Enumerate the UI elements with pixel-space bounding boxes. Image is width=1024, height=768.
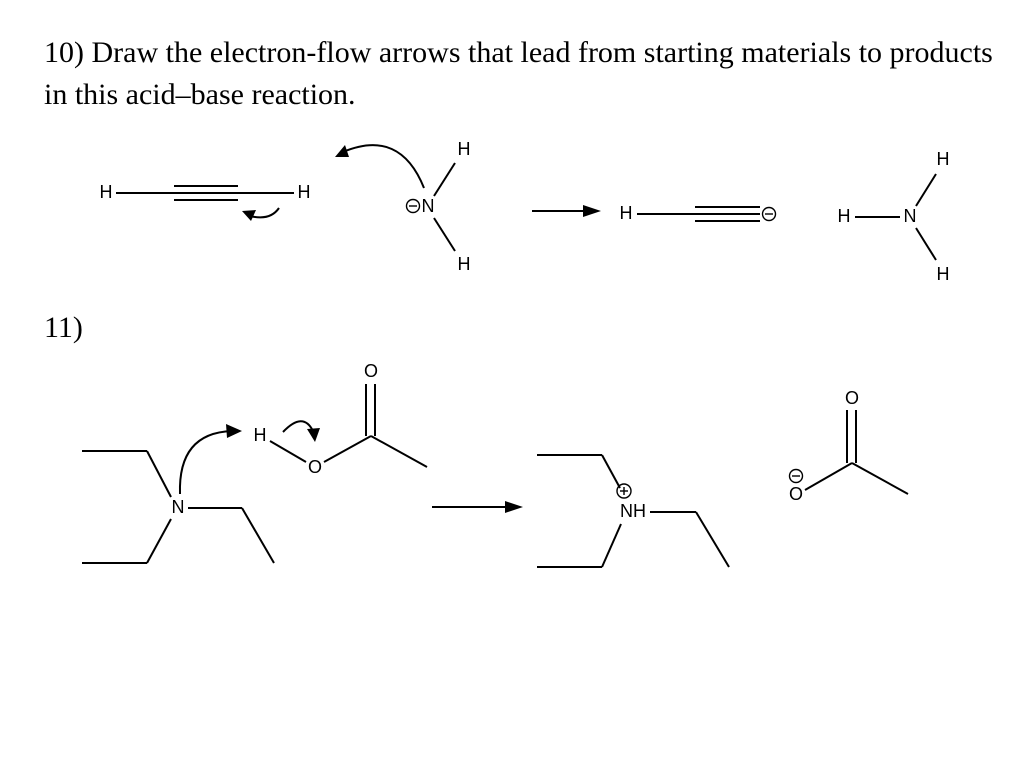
atom-n: N: [422, 196, 435, 216]
atom-o: O: [364, 361, 378, 381]
atom-n: N: [172, 497, 185, 517]
atom-h: H: [298, 182, 311, 202]
curved-arrow: [335, 144, 425, 189]
negative-charge-icon: [788, 468, 804, 484]
single-bond: [433, 162, 456, 197]
atom-o: O: [789, 484, 803, 504]
question-11-label: 11): [44, 311, 83, 344]
single-bond: [241, 507, 275, 564]
atom-n: N: [904, 206, 917, 226]
q10-reaction: H H N H H: [100, 139, 950, 284]
atom-o: O: [845, 388, 859, 408]
single-bond: [146, 518, 172, 564]
single-bond: [433, 217, 456, 252]
atom-h: H: [100, 182, 113, 202]
amide-anion: N H H: [405, 139, 471, 274]
curved-arrow: [282, 420, 320, 442]
atom-nh: NH: [620, 501, 646, 521]
triethylamine-molecule: N: [82, 450, 275, 564]
single-bond: [323, 435, 372, 463]
acetylide-anion: H: [620, 203, 777, 223]
acetylene-molecule: H H: [100, 182, 311, 202]
q11-reaction: N O H O: [82, 361, 909, 568]
single-bond: [146, 450, 172, 498]
single-bond: [269, 440, 307, 463]
atom-o: O: [308, 457, 322, 477]
ammonia-molecule: H N H H: [838, 149, 950, 284]
negative-charge-icon: [405, 198, 421, 214]
atom-h: H: [254, 425, 267, 445]
atom-h: H: [937, 264, 950, 284]
atom-h: H: [838, 206, 851, 226]
reaction-arrow: [432, 501, 523, 513]
curved-arrow: [178, 424, 242, 495]
reaction-arrow: [532, 205, 601, 217]
acetic-acid-molecule: O H O: [254, 361, 428, 477]
acetate-anion: O O: [788, 388, 909, 504]
single-bond: [851, 462, 909, 495]
single-bond: [601, 523, 622, 568]
negative-charge-icon: [761, 206, 777, 222]
atom-h: H: [937, 149, 950, 169]
curved-arrow: [242, 207, 280, 221]
triethylammonium-cation: NH: [537, 454, 730, 568]
atom-h: H: [620, 203, 633, 223]
single-bond: [695, 511, 730, 568]
atom-h: H: [458, 139, 471, 159]
question-10-prompt: 10) Draw the electron-flow arrows that l…: [44, 36, 993, 111]
single-bond: [804, 462, 853, 491]
single-bond: [915, 227, 937, 261]
single-bond: [601, 454, 621, 489]
positive-charge-icon: [616, 483, 632, 499]
single-bond: [370, 435, 428, 468]
single-bond: [915, 173, 937, 207]
atom-h: H: [458, 254, 471, 274]
